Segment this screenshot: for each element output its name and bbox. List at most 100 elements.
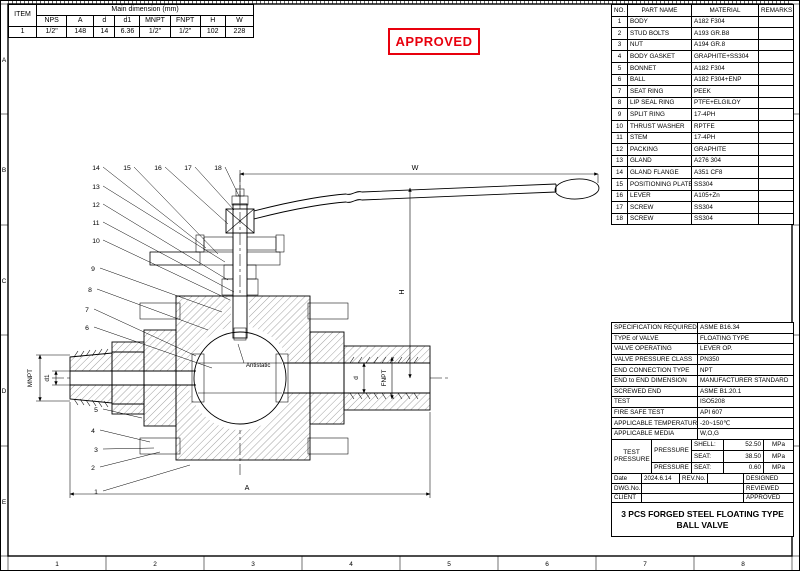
tp-seat1-unit: MPa bbox=[763, 450, 794, 463]
callout-3: 3 bbox=[94, 447, 98, 454]
main-dim-col-header: d bbox=[93, 15, 116, 27]
callout-13: 13 bbox=[92, 184, 100, 191]
grid-row-label: B bbox=[2, 167, 6, 174]
table-cell bbox=[758, 201, 794, 214]
table-cell: 148 bbox=[66, 26, 95, 38]
test-pressure-label: TEST PRESSURE bbox=[611, 438, 652, 475]
main-dimension-table: ITEM Main dimension (mm) NPS A d d1 MNPT… bbox=[7, 4, 255, 38]
table-cell: GLAND bbox=[627, 154, 692, 168]
table-cell: SS304 bbox=[691, 177, 759, 191]
table-cell: SS304 bbox=[691, 212, 759, 226]
body-outlines bbox=[69, 295, 431, 461]
table-cell: NPT bbox=[697, 364, 794, 376]
grid-col-label: 3 bbox=[251, 561, 255, 568]
table-cell: APPLICABLE TEMPERATURE bbox=[611, 417, 698, 429]
grid-col-label: 6 bbox=[545, 561, 549, 568]
main-dim-col-header: W bbox=[224, 15, 255, 27]
grid-row-label: E bbox=[2, 499, 7, 506]
main-dim-col-header: d1 bbox=[114, 15, 141, 27]
dim-d-label: d bbox=[353, 376, 360, 380]
callout-10: 10 bbox=[92, 238, 100, 245]
table-cell: 17-4PH bbox=[691, 108, 759, 121]
callout-11: 11 bbox=[92, 220, 99, 227]
test-pressure-label-line2: PRESSURE bbox=[614, 456, 650, 464]
grid-row-label: A bbox=[2, 57, 7, 64]
table-cell: SCREW bbox=[627, 201, 692, 214]
table-cell: END to END DIMENSION bbox=[611, 374, 698, 387]
table-cell: 1/2" bbox=[139, 26, 171, 38]
table-cell bbox=[758, 38, 794, 52]
table-cell bbox=[758, 154, 794, 168]
table-cell: PACKING bbox=[627, 143, 692, 156]
dim-mnpt-label: MNPT bbox=[27, 369, 34, 387]
grid-col-label: 5 bbox=[447, 561, 451, 568]
table-cell: BONNET bbox=[627, 61, 692, 75]
main-dim-col-header: NPS bbox=[36, 15, 68, 27]
table-cell bbox=[758, 85, 794, 98]
table-cell: ASME B16.34 bbox=[697, 322, 794, 334]
main-dim-col-header: H bbox=[199, 15, 226, 27]
tp-seat1-label: SEAT: bbox=[691, 450, 724, 463]
table-cell: SCREW bbox=[627, 212, 692, 226]
table-cell: 102 bbox=[199, 26, 226, 38]
table-cell: SS304 bbox=[691, 201, 759, 214]
table-cell bbox=[758, 177, 794, 191]
table-cell bbox=[758, 50, 794, 63]
table-cell: 1 bbox=[7, 26, 38, 38]
table-cell: 1/2" bbox=[36, 26, 68, 38]
table-cell: SCREWED END bbox=[611, 385, 698, 398]
table-cell bbox=[758, 166, 794, 179]
table-cell: 15 bbox=[611, 177, 628, 191]
table-cell: VALVE PRESSURE CLASS bbox=[611, 353, 698, 366]
drawing-title: 3 PCS FORGED STEEL FLOATING TYPE BALL VA… bbox=[611, 502, 794, 538]
table-cell: API 607 bbox=[697, 406, 794, 419]
table-cell: 16 bbox=[611, 189, 628, 203]
client-label: CLIENT bbox=[611, 492, 642, 504]
ball bbox=[193, 327, 287, 425]
test-pressure-group1: PRESSURE bbox=[651, 438, 692, 463]
bottom-grid-ticks bbox=[7, 556, 793, 571]
table-cell: LIP SEAL RING bbox=[627, 96, 692, 110]
table-cell: TYPE of VALVE bbox=[611, 332, 698, 345]
date-label: Date bbox=[611, 473, 642, 484]
table-cell: ASME B1.20.1 bbox=[697, 385, 794, 398]
tp-shell-unit: MPa bbox=[763, 438, 794, 452]
table-cell: END CONNECTION TYPE bbox=[611, 364, 698, 376]
dim-w-label: W bbox=[412, 163, 419, 172]
antistatic-note: Antistatic bbox=[237, 343, 270, 369]
table-cell: RPTFE bbox=[691, 119, 759, 133]
table-cell: POSITIONING PLATE bbox=[627, 177, 692, 191]
callout-numbers: 14 15 16 17 18 13 12 11 10 9 8 7 6 5 4 3… bbox=[85, 165, 222, 496]
table-cell: STUD BOLTS bbox=[627, 27, 692, 40]
title-block: Date 2024.6.14 REV.No. DESIGNED DWG.No. … bbox=[611, 473, 794, 538]
approved-stamp: APPROVED bbox=[388, 28, 480, 55]
grid-row-label: D bbox=[2, 388, 7, 395]
grid-col-label: 8 bbox=[741, 561, 745, 568]
antistatic-label: Antistatic bbox=[246, 363, 270, 369]
lever-handle bbox=[253, 178, 600, 220]
table-cell: PN350 bbox=[697, 353, 794, 366]
table-cell bbox=[758, 27, 794, 40]
table-cell bbox=[758, 96, 794, 110]
table-cell: PEEK bbox=[691, 85, 759, 98]
reviewed-label: REVIEWED bbox=[743, 482, 794, 494]
bores bbox=[70, 296, 430, 430]
